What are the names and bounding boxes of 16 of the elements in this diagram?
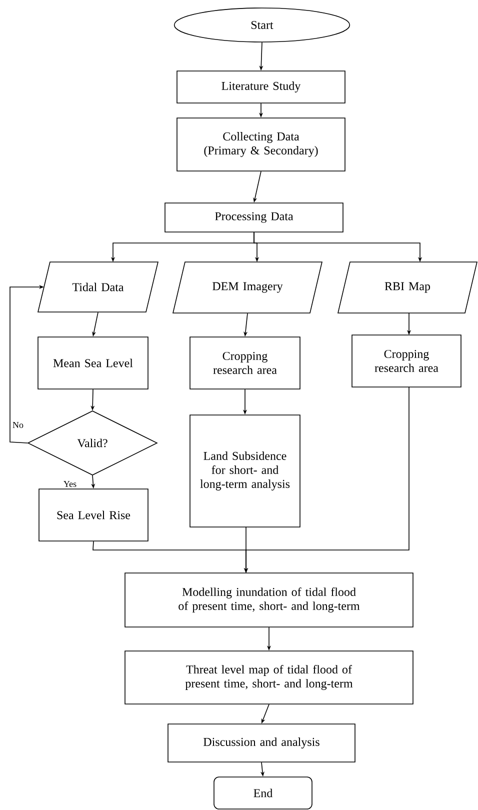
process-box: Mean Sea Level — [38, 336, 148, 390]
process-box: Discussion and analysis — [168, 724, 356, 762]
process-box: Collecting Data (Primary & Secondary) — [176, 118, 346, 172]
process-box: Processing Data — [164, 202, 344, 232]
edge-label: Yes — [62, 480, 78, 488]
process-box: Threat level map of tidal flood of present time, short- and long-term — [124, 650, 414, 704]
terminal-box: End — [214, 776, 312, 810]
process-box: Cropping research area — [190, 336, 300, 390]
process-box: Literature Study — [176, 70, 346, 104]
edge-label: No — [12, 421, 24, 429]
process-box: Cropping research area — [352, 334, 462, 388]
input-parallelogram: Tidal Data — [38, 262, 158, 312]
process-box: Sea Level Rise — [38, 488, 148, 542]
process-box: Modelling inundation of tidal flood of present time, short- and long-term — [124, 572, 414, 628]
process-box: Land Subsidence for short- and long-term analysis — [190, 414, 300, 528]
input-parallelogram: DEM Imagery — [172, 262, 322, 314]
